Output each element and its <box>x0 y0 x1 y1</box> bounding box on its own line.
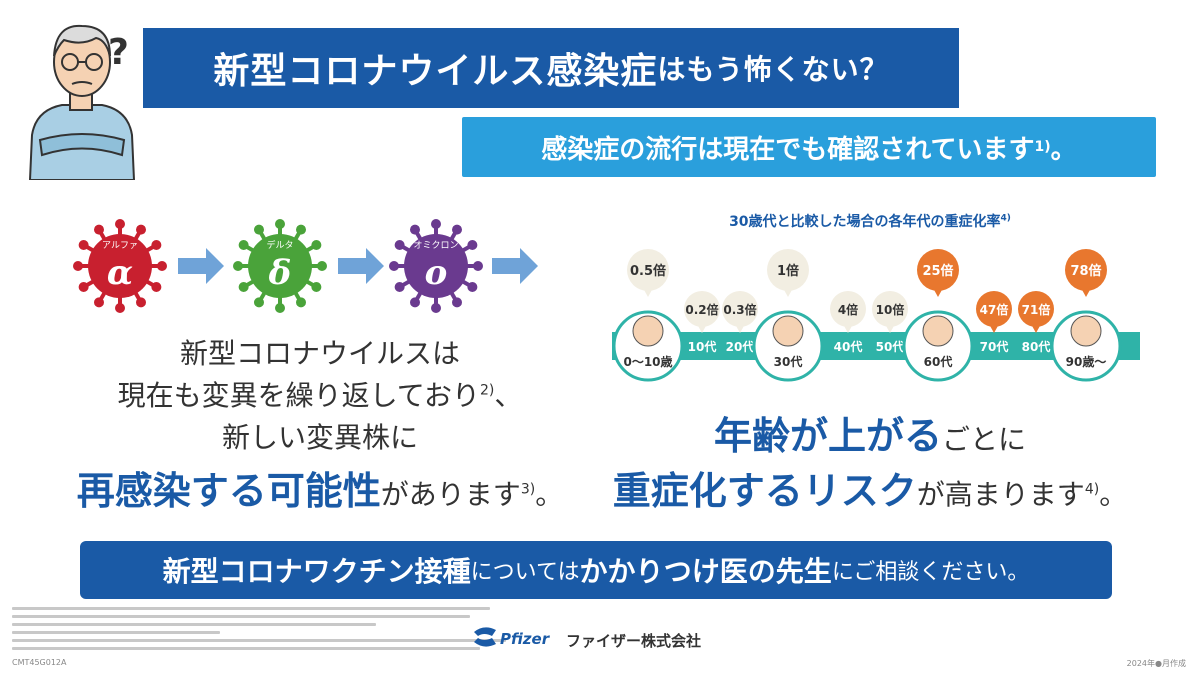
severity-value-label: 78倍 <box>1070 263 1101 279</box>
creation-date: 2024年●月作成 <box>1126 659 1186 668</box>
severity-bubble <box>767 249 809 291</box>
subtitle-ref: 1) <box>1034 139 1051 155</box>
variant-name-label: デルタ <box>266 239 293 251</box>
left-message-line2-text: 現在も変異を繰り返しており <box>117 379 480 412</box>
right-message-emphasis2: 重症化するリスク <box>612 469 917 513</box>
pfizer-logo: Pfizer <box>474 627 551 648</box>
severity-value-label: 4倍 <box>838 302 858 317</box>
severity-value-label: 0.3倍 <box>723 302 756 317</box>
title-banner: 新型コロナウイルス感染症はもう怖くない？ <box>143 28 959 108</box>
variant-symbol-label: o <box>425 253 448 293</box>
arrow-right-icon <box>178 248 224 284</box>
svg-text:Pfizer: Pfizer <box>500 630 551 648</box>
bubble-tail <box>843 324 853 333</box>
severity-value-label: 25倍 <box>922 263 953 279</box>
bubble-tail <box>1031 324 1041 333</box>
omicron-variant-virus-icon: オミクロン o <box>389 219 483 313</box>
right-message-line2-end: 。 <box>1099 478 1128 511</box>
worried-elderly-man-illustration <box>28 24 136 180</box>
question-mark: ? <box>108 32 129 73</box>
left-message-line4-ref: 3) <box>520 481 536 498</box>
variant-symbol-label: α <box>107 253 133 293</box>
right-message-emphasis1: 年齢が上がる <box>713 414 942 458</box>
banner-doctor: かかりつけ医の先生 <box>579 555 832 588</box>
severity-bubble <box>1018 291 1054 327</box>
left-message-line4: 再感染する可能性があります3)。 <box>40 460 600 515</box>
severity-bubble <box>830 291 866 327</box>
age-category-label: 40代 <box>834 339 863 354</box>
bubble-tail <box>735 324 745 333</box>
age-category-label: 70代 <box>980 339 1009 354</box>
title-question: はもう怖くない？ <box>657 53 889 86</box>
age-category-label: 50代 <box>876 339 905 354</box>
arrow-right-icon <box>492 248 538 284</box>
bubble-tail <box>885 324 895 333</box>
right-message-line2-text: が高まります <box>916 478 1085 511</box>
age-category-label: 0～10歳 <box>623 354 672 369</box>
face-icon <box>922 315 954 347</box>
chart-title: 30歳代と比較した場合の各年代の重症化率4) <box>700 211 1040 231</box>
severity-bubble <box>627 249 669 291</box>
bubble-tail <box>933 288 943 297</box>
chart-title-ref: 4) <box>1000 213 1011 224</box>
bubble-tail <box>643 288 653 297</box>
right-message-line1-text: ごとに <box>942 423 1027 456</box>
age-category-label: 30代 <box>774 354 803 369</box>
bubble-tail <box>783 288 793 297</box>
face-icon <box>1070 315 1102 347</box>
left-message-line3: 新しい変異株に <box>221 421 418 454</box>
severity-bubble <box>722 291 758 327</box>
face-icon <box>632 315 664 347</box>
left-message-line2: 現在も変異を繰り返しており2)、 <box>40 374 600 414</box>
bubble-tail <box>989 324 999 333</box>
severity-bubble <box>976 291 1012 327</box>
severity-value-label: 47倍 <box>980 302 1009 317</box>
reference-notes <box>12 607 532 655</box>
alpha-variant-virus-icon: アルファ α <box>73 219 167 313</box>
left-message-line2-end: 、 <box>494 379 523 412</box>
age-category-label: 90歳～ <box>1066 354 1107 369</box>
banner-about: については <box>470 560 580 585</box>
left-message-line2-ref: 2) <box>479 382 495 399</box>
left-message-line4-end: 。 <box>535 478 564 511</box>
face-icon <box>772 315 804 347</box>
consultation-banner: 新型コロナワクチン接種についてはかかりつけ医の先生にご相談ください。 <box>80 541 1112 599</box>
left-message-emphasis: 再感染する可能性 <box>76 469 381 513</box>
severity-value-label: 0.2倍 <box>685 302 718 317</box>
age-category-label: 10代 <box>688 339 717 354</box>
subtitle-text: 感染症の流行は現在でも確認されています <box>541 134 1035 165</box>
arrow-right-icon <box>338 248 384 284</box>
severity-value-label: 1倍 <box>777 263 799 279</box>
left-message-line1: 新型コロナウイルスは <box>179 337 460 370</box>
severity-value-label: 0.5倍 <box>630 263 666 279</box>
variant-name-label: アルファ <box>102 241 138 251</box>
chart-title-text: 30歳代と比較した場合の各年代の重症化率 <box>729 214 1001 230</box>
right-message-line2-ref: 4) <box>1084 481 1100 498</box>
banner-consult: にご相談ください。 <box>831 560 1030 585</box>
severity-value-label: 71倍 <box>1022 302 1051 317</box>
title-main: 新型コロナウイルス感染症 <box>213 51 658 92</box>
bubble-tail <box>697 324 707 333</box>
severity-bubble <box>1065 249 1107 291</box>
variant-symbol-label: δ <box>268 253 292 293</box>
severity-bubble <box>684 291 720 327</box>
severity-rate-chart: 0.5倍 0～10歳 0.2倍 10代 0.3倍 20代 1倍 30代 4倍 40代 10倍 50代 2… <box>612 249 1140 382</box>
banner-vaccination: 新型コロナワクチン接種 <box>162 555 471 588</box>
right-message-line1: 年齢が上がるごとに <box>610 405 1130 460</box>
company-name: ファイザー株式会社 <box>566 632 702 650</box>
document-code: CMT45G012A <box>12 658 67 667</box>
severity-bubble <box>917 249 959 291</box>
severity-bubble <box>872 291 908 327</box>
bubble-tail <box>1081 288 1091 297</box>
left-message-line4-text: があります <box>380 478 521 511</box>
subtitle-end: 。 <box>1050 134 1077 165</box>
severity-value-label: 10倍 <box>876 302 905 317</box>
age-category-label: 60代 <box>924 354 953 369</box>
age-category-label: 20代 <box>726 339 755 354</box>
variant-name-label: オミクロン <box>413 240 458 251</box>
delta-variant-virus-icon: デルタ δ <box>233 219 327 313</box>
right-message-line2: 重症化するリスクが高まります4)。 <box>610 460 1130 515</box>
age-category-label: 80代 <box>1022 339 1051 354</box>
